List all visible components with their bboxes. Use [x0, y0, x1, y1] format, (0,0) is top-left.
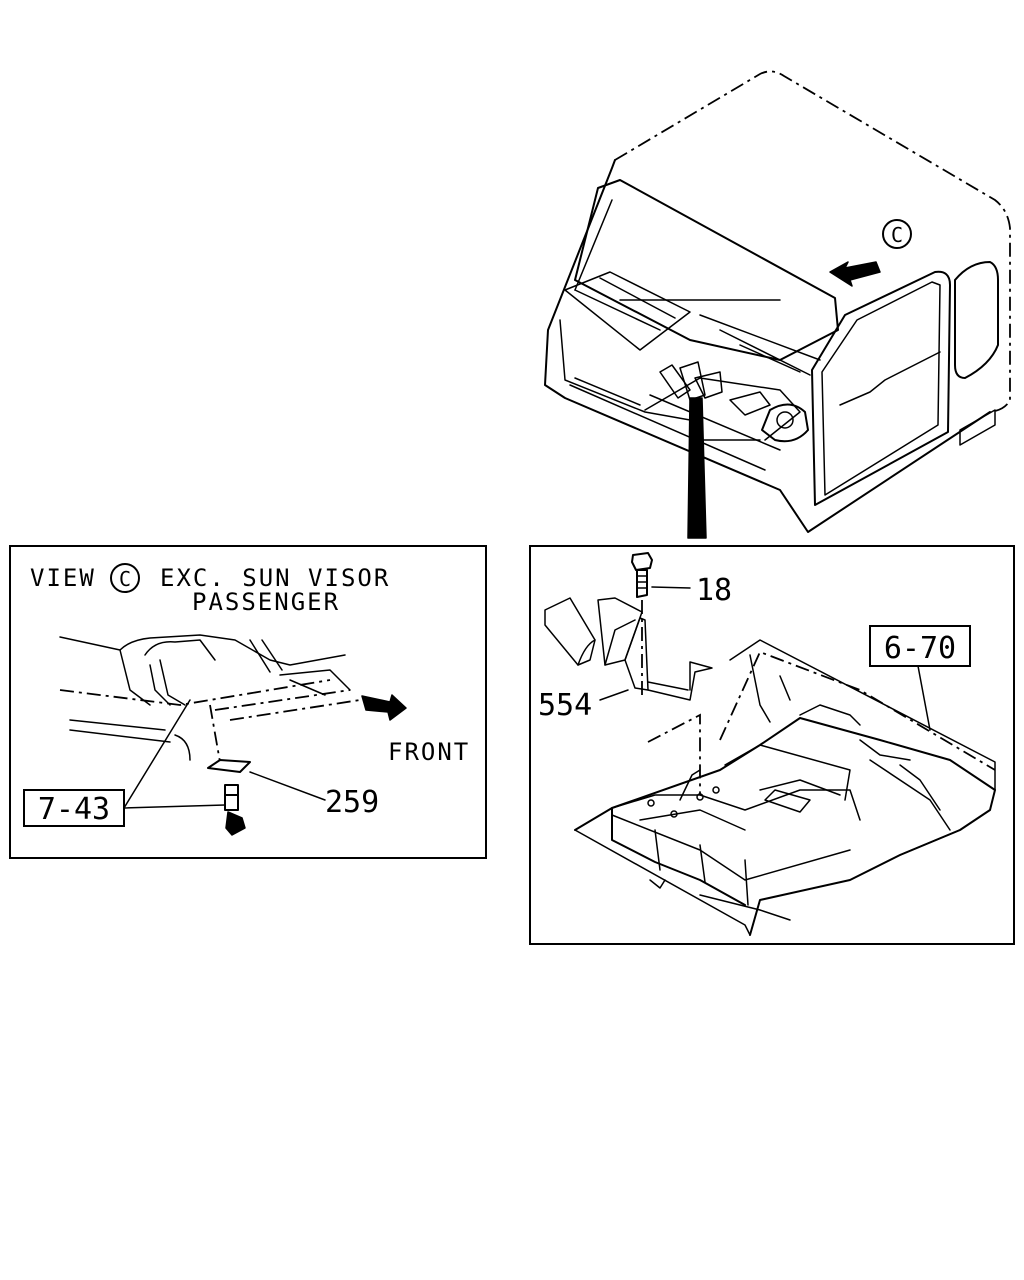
callout-6-70: 6-70: [884, 631, 956, 666]
callout-7-43: 7-43: [38, 792, 110, 827]
cab-illustration: [544, 70, 1011, 539]
cab-view-c-symbol: C: [882, 219, 912, 249]
callout-18: 18: [696, 573, 732, 608]
caption-line-2: PASSENGER: [192, 588, 340, 616]
view-c-letter: C: [891, 223, 903, 247]
caption-line-1: EXC. SUN VISOR: [160, 564, 390, 592]
callout-554: 554: [538, 688, 592, 723]
floor-assembly-panel: 18 554 6-70: [529, 545, 1015, 945]
view-word: VIEW: [30, 564, 96, 592]
front-direction-label: FRONT: [388, 738, 470, 766]
callout-259: 259: [325, 785, 379, 820]
view-c-panel: VIEW C EXC. SUN VISOR PASSENGER FRONT: [9, 545, 487, 859]
view-c-symbol: C: [119, 567, 131, 591]
